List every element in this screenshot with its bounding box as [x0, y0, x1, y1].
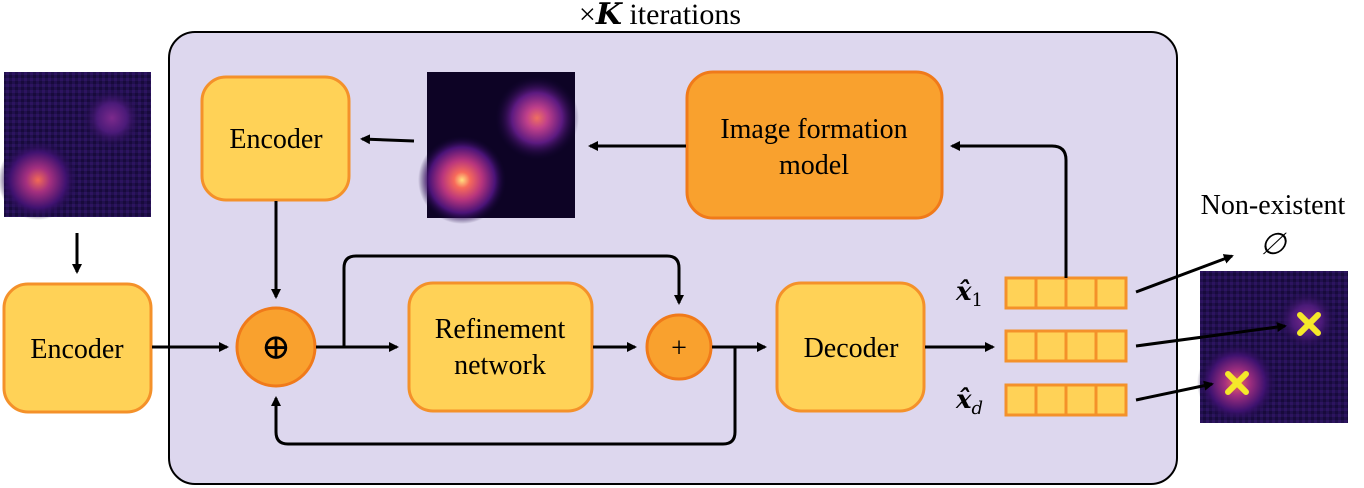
decoder-block: Decoder — [775, 281, 926, 413]
encoder-outer-block: Encoder — [2, 282, 153, 414]
arrow-icon — [342, 254, 684, 347]
image-formation-block: Image formation model — [685, 70, 944, 220]
xd-label: x̂d — [955, 385, 983, 419]
refinement-label-1: Refinement — [435, 314, 566, 345]
oplus-symbol: ⊕ — [261, 327, 291, 367]
plus-symbol: + — [671, 333, 687, 364]
arrow-icon — [360, 134, 415, 145]
encoder-inner-block: Encoder — [200, 75, 351, 202]
encoder-outer-label: Encoder — [30, 334, 124, 365]
x1-label: x̂1 — [955, 277, 983, 311]
arrow-icon — [1135, 254, 1234, 294]
iterations-label: iterations — [622, 0, 741, 31]
vector-middle — [1004, 329, 1128, 363]
arrow-icon — [271, 347, 737, 446]
cross-icon — [1297, 312, 1321, 336]
image-formation-label-1: Image formation — [720, 114, 907, 145]
iterations-title: ×K iterations — [579, 0, 741, 32]
arrow-icon — [1135, 380, 1214, 402]
image-formation-label-2: model — [779, 150, 849, 181]
refinement-label-2: network — [454, 350, 546, 381]
rendered-image — [418, 72, 579, 224]
oplus-operator: ⊕ — [235, 306, 317, 388]
vector-x1 — [1004, 276, 1128, 310]
output-image — [1197, 271, 1348, 423]
arrow-icon — [1135, 322, 1287, 348]
arrow-icon — [950, 141, 1068, 278]
cross-icon — [1225, 371, 1249, 395]
decoder-label: Decoder — [804, 333, 900, 364]
empty-set-symbol: ∅ — [1260, 228, 1288, 261]
non-existent-label: Non-existent — [1201, 190, 1346, 221]
input-image — [0, 72, 151, 220]
plus-operator: + — [645, 313, 713, 381]
encoder-inner-label: Encoder — [229, 124, 323, 155]
k-symbol: K — [595, 0, 624, 32]
times-symbol: × — [579, 0, 596, 31]
refinement-block: Refinement network — [407, 281, 594, 413]
vector-xd — [1004, 383, 1128, 417]
